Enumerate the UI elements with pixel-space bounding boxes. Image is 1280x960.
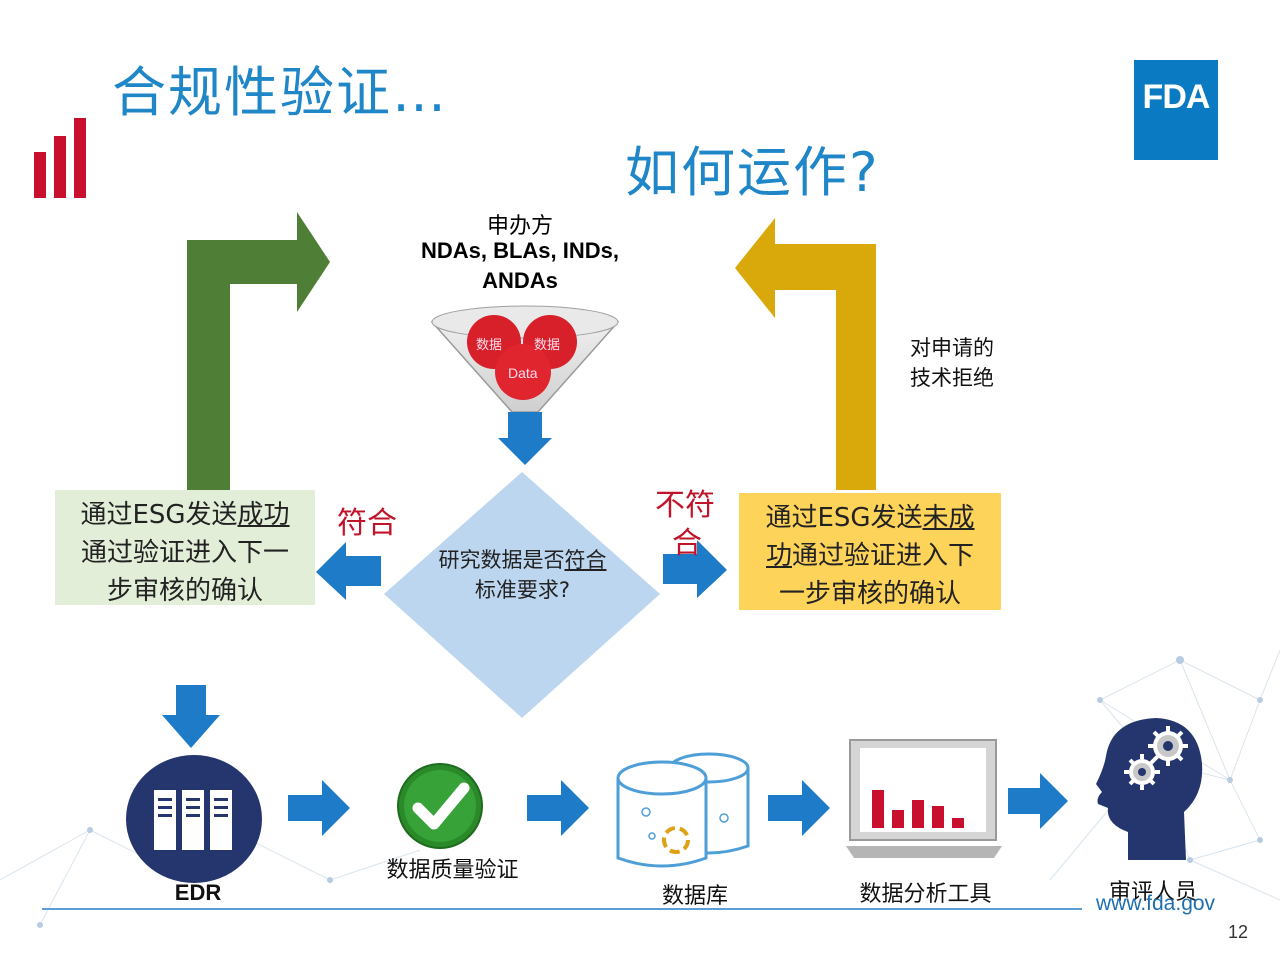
fail-label-line1: 不符 [655,488,715,523]
fail-box: 通过ESG发送未成 功通过验证进入下 一步审核的确认 [739,493,1001,610]
pass-line3: 步审核的确认 [106,576,263,606]
pass-label: 符合 [337,506,397,541]
bar-chart-icon [34,118,86,198]
page-number: 12 [1228,922,1249,942]
funnel-ball-bottom-label: Data [508,365,538,381]
server-icon [126,755,262,883]
fail-arrow [663,540,727,598]
fail-line1-prefix: 通过ESG发送 [765,503,923,533]
fail-line2-suffix: 通过验证进入下 [792,541,975,571]
pipeline-arrow-4 [1008,773,1068,829]
fail-line2-emphasis: 功 [765,541,792,571]
technical-rejection-label: 对申请的 技术拒绝 [910,333,994,393]
decision-prefix: 研究数据是否 [438,548,565,572]
sponsor-applications-line2: ANDAs [482,268,558,293]
pipeline-arrow-2 [527,780,589,836]
sponsor-applications-line1: NDAs, BLAs, INDs, [420,238,620,263]
decision-emphasis: 符合 [564,548,607,572]
fail-line1-emphasis: 未成 [922,503,975,533]
green-return-arrow [187,212,330,490]
funnel-icon [430,305,620,413]
funnel-ball-right-label: 数据 [534,338,561,353]
fda-logo: FDA [1134,60,1218,160]
pass-line1-prefix: 通过ESG发送 [80,500,238,530]
rejection-line2: 技术拒绝 [910,366,994,390]
reviewer-label: 审评人员 [1108,880,1197,905]
page-subtitle: 如何运作? [625,141,880,204]
fail-label-line2: 合 [672,526,702,561]
database-label: 数据库 [661,884,728,909]
gold-rejection-arrow [735,218,876,490]
footer-url[interactable]: www.fda.gov [1096,892,1216,915]
pass-box: 通过ESG发送成功 通过验证进入下一 步审核的确认 [55,490,315,606]
reviewer-head-gears-icon [1096,718,1203,860]
page-title: 合规性验证… [112,61,448,124]
pass-line1-emphasis: 成功 [237,500,290,530]
decision-suffix: 标准要求? [474,578,571,602]
pass-arrow [316,542,381,600]
down-arrow-to-decision [498,412,552,465]
pipeline-arrow-3 [768,780,830,836]
pipeline-arrow-1 [288,780,350,836]
down-arrow-to-edr [162,685,220,748]
pass-line2: 通过验证进入下一 [80,538,289,568]
edr-label: EDR [174,880,222,905]
fail-line3: 一步审核的确认 [778,579,961,609]
database-icon [616,752,750,868]
rejection-line1: 对申请的 [910,336,994,360]
checkmark-icon [397,763,483,849]
footer-divider [42,908,1082,910]
quality-label: 数据质量验证 [386,858,519,883]
sponsor-label: 申办方 [486,214,553,239]
analysis-label: 数据分析工具 [859,882,992,907]
decision-question: 研究数据是否符合 标准要求? [410,545,635,605]
analysis-monitor-icon [846,739,1002,858]
funnel-ball-left-label: 数据 [476,338,503,353]
decision-diamond [384,472,660,718]
